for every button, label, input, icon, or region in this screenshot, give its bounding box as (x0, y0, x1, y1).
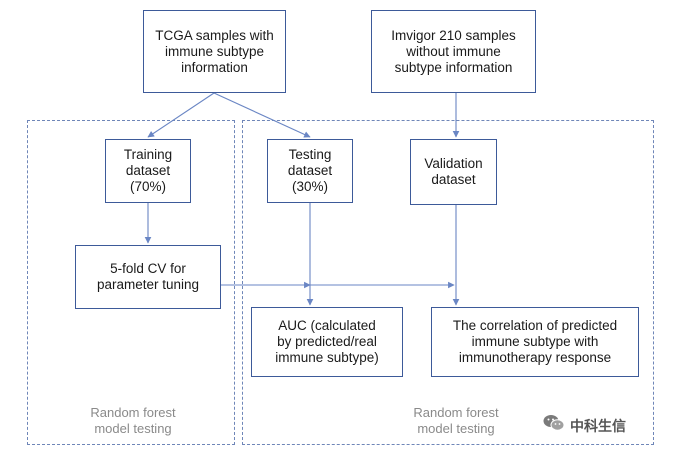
left-label-line-1: Random forest (90, 405, 176, 420)
training-dataset-box: Training dataset (70%) (105, 139, 191, 203)
tcga-line-1: TCGA samples with (155, 27, 274, 43)
right-region (242, 120, 654, 445)
left-region-label: Random forest model testing (63, 405, 203, 437)
validation-dataset-box: Validation dataset (410, 139, 497, 205)
imvigor-line-1: Imvigor 210 samples (391, 27, 516, 43)
testing-line-1: Testing (288, 147, 332, 162)
left-label-line-2: model testing (94, 421, 172, 436)
watermark: 中科生信 (543, 414, 626, 437)
testing-dataset-box: Testing dataset (30%) (267, 139, 353, 203)
cv-line-2: parameter tuning (96, 277, 200, 292)
testing-line-3: (30%) (291, 179, 328, 194)
right-region-label: Random forest model testing (386, 405, 526, 437)
tcga-samples-box: TCGA samples with immune subtype informa… (143, 10, 286, 93)
imvigor-line-3: subtype information (394, 59, 513, 75)
tcga-line-3: information (181, 59, 248, 75)
auc-line-1: AUC (calculated (278, 318, 376, 333)
validation-line-1: Validation (424, 156, 483, 171)
tcga-line-2: immune subtype (164, 43, 265, 59)
cv-tuning-box: 5-fold CV for parameter tuning (75, 245, 221, 309)
cv-line-1: 5-fold CV for (110, 261, 186, 276)
arrow-tcga-to-training (147, 92, 215, 138)
right-label-line-2: model testing (417, 421, 495, 436)
imvigor-line-2: without immune (406, 43, 501, 59)
correlation-box: The correlation of predicted immune subt… (431, 307, 639, 377)
wechat-icon (543, 414, 565, 437)
arrow-tcga-to-testing (213, 92, 311, 138)
training-line-3: (70%) (129, 179, 166, 194)
auc-line-2: by predicted/real (277, 334, 377, 349)
correlation-line-2: immune subtype with (471, 334, 599, 349)
training-line-2: dataset (125, 163, 171, 178)
auc-line-3: immune subtype) (275, 350, 379, 365)
testing-line-2: dataset (287, 163, 333, 178)
validation-line-2: dataset (431, 172, 476, 187)
right-label-line-1: Random forest (413, 405, 499, 420)
correlation-line-3: immunotherapy response (458, 350, 612, 365)
training-line-1: Training (123, 147, 173, 162)
correlation-line-1: The correlation of predicted (452, 318, 618, 333)
imvigor-samples-box: Imvigor 210 samples without immune subty… (371, 10, 536, 93)
watermark-text: 中科生信 (570, 418, 626, 435)
left-region (27, 120, 235, 445)
auc-box: AUC (calculated by predicted/real immune… (251, 307, 403, 377)
